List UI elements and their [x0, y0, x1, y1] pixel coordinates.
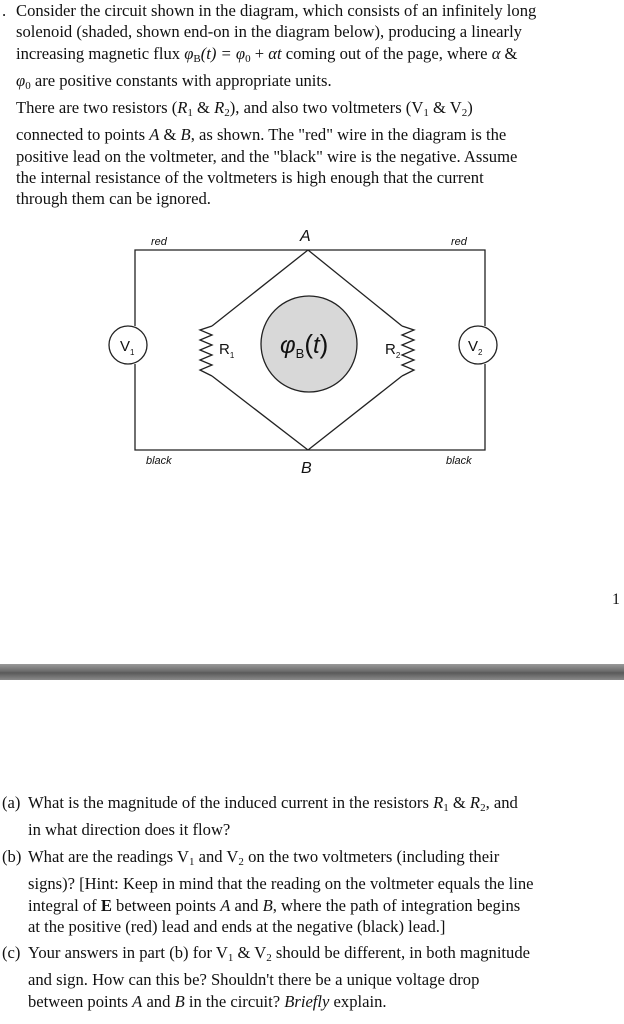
question-a: (a) What is the magnitude of the induced… — [2, 793, 518, 840]
label-red-right: red — [451, 236, 468, 248]
resistor-r1-zigzag — [198, 325, 214, 377]
question-c: (c) Your answers in part (b) for V1 & V2… — [2, 943, 530, 1011]
page-separator — [0, 664, 624, 680]
label-point-b: B — [301, 460, 312, 477]
solenoid-cross-section — [260, 295, 358, 393]
label-red-left: red — [151, 236, 168, 248]
question-b: (b) What are the readings V1 and V2 on t… — [2, 847, 534, 936]
question-b-label: (b) — [2, 847, 22, 866]
circuit-diagram: A B red red black black V1 V2 R1 R2 φB(t… — [108, 228, 498, 477]
question-c-label: (c) — [2, 943, 21, 962]
page-number: 1 — [612, 591, 620, 608]
label-v1: V1 — [120, 338, 135, 357]
wire-left-loop — [134, 249, 308, 451]
lead-mark: . — [2, 1, 7, 20]
wire-right-loop — [308, 249, 486, 451]
label-r2: R2 — [385, 341, 401, 360]
resistor-r2-zigzag — [400, 325, 416, 377]
label-black-right: black — [446, 455, 472, 467]
wire-r1-to-b — [211, 375, 309, 451]
question-a-label: (a) — [2, 793, 21, 812]
problem-paragraph-1: . Consider the circuit shown in the diag… — [2, 1, 537, 92]
label-r1: R1 — [219, 341, 235, 360]
label-point-a: A — [299, 228, 311, 245]
problem-paragraph-2: There are two resistors (R1 & R2), and a… — [16, 98, 518, 209]
wire-r2-to-b — [307, 375, 403, 451]
voltmeter-v2-circle — [458, 325, 498, 365]
label-black-left: black — [146, 455, 172, 467]
wire-a-to-r2 — [307, 249, 403, 327]
label-v2: V2 — [468, 338, 483, 357]
wire-a-to-r1 — [211, 249, 309, 327]
label-flux: φB(t) — [280, 329, 328, 361]
voltmeter-v1-circle — [108, 325, 148, 365]
